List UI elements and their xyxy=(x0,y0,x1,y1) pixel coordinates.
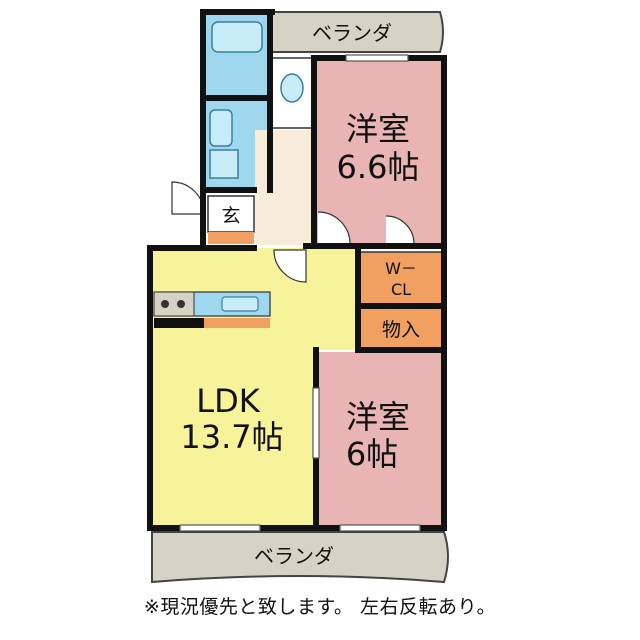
toilet-icon xyxy=(280,73,304,103)
burner-icon xyxy=(161,300,169,308)
ldk-size: 13.7帖 xyxy=(180,418,283,456)
balcony-bottom xyxy=(151,531,449,584)
bathtub xyxy=(211,21,263,53)
western-room-2-size: 6帖 xyxy=(346,435,398,473)
ldk-name: LDK xyxy=(196,382,260,420)
western-room-1-size: 6.6帖 xyxy=(337,148,420,186)
western-room-2-name: 洋室 xyxy=(346,398,410,436)
entrance-door-icon xyxy=(171,181,205,215)
burner-icon xyxy=(177,300,185,308)
entrance-label: 玄 xyxy=(221,205,240,227)
balcony-top xyxy=(271,11,444,53)
walk-in-closet xyxy=(359,251,443,305)
storage xyxy=(359,307,443,349)
entrance xyxy=(207,195,255,233)
western-room-2 xyxy=(318,352,442,528)
kitchen-wall-block xyxy=(154,318,204,328)
disclaimer-note: ※現況優先と致します。 左右反転あり。 xyxy=(143,596,497,618)
ldk-door-icon xyxy=(273,249,307,283)
stove-icon xyxy=(153,291,195,317)
walk-in-closet-label-1: W－ xyxy=(385,259,417,278)
room-1-door-icon xyxy=(317,211,351,245)
balcony-top-label: ベランダ xyxy=(312,21,392,45)
kitchen-base xyxy=(154,318,270,328)
walk-in-closet-label-2: CL xyxy=(391,280,411,299)
sink-icon xyxy=(221,296,259,312)
western-room-1-name: 洋室 xyxy=(346,110,410,148)
entrance-step xyxy=(208,232,254,244)
washing-machine-icon xyxy=(209,149,239,179)
washbasin-icon xyxy=(209,109,233,147)
balcony-bottom-label: ベランダ xyxy=(254,544,334,568)
hallway xyxy=(255,130,315,245)
western-room-1 xyxy=(316,58,442,244)
storage-label: 物入 xyxy=(382,319,420,341)
